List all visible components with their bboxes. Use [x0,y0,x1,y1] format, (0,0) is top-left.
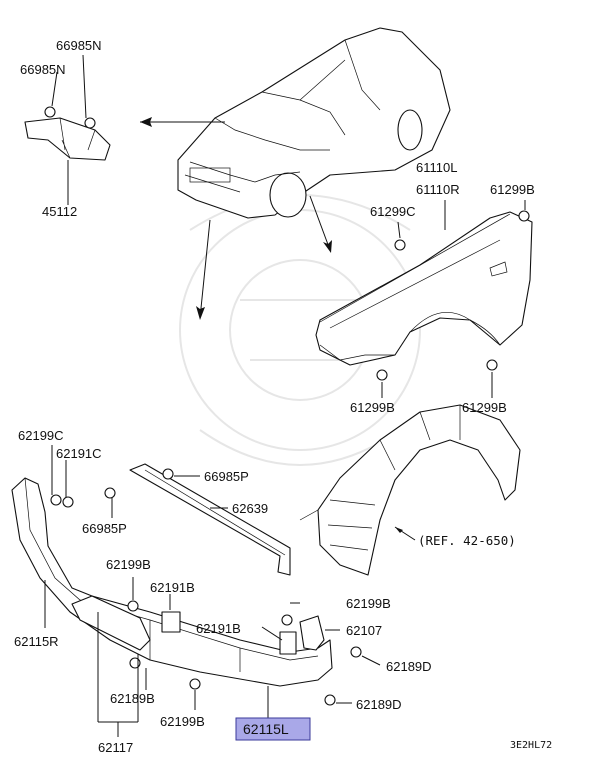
label-66985P-lower: 66985P [82,521,127,536]
label-62107: 62107 [346,623,382,638]
label-62117: 62117 [98,740,133,755]
label-62191B-mid: 62191B [150,580,195,595]
fender-bolts [376,210,530,381]
diagram-code: 3E2HL72 [510,740,552,751]
label-45112: 45112 [42,204,77,219]
leader-line-ref [394,526,416,541]
highlight-62115L [235,717,311,741]
lip-62117 [71,595,151,651]
part-labels: 66985N 66985N 45112 61110L 61110R 61299B… [14,38,552,755]
label-61110R: 61110R [416,182,460,197]
label-61299B-top: 61299B [490,182,535,197]
label-66985N-top: 66985N [56,38,102,53]
label-62189B: 62189B [110,691,155,706]
label-62639: 62639 [232,501,268,516]
label-62199C: 62199C [18,428,64,443]
label-66985N-left: 66985N [20,62,66,77]
label-62115R: 62115R [14,634,59,649]
label-61299B-lower-right: 61299B [462,400,507,415]
label-61110L: 61110L [416,160,457,175]
leader-lines-bumper [44,445,381,737]
stay-62639 [129,463,291,576]
label-62199B-bottom: 62199B [160,714,205,729]
label-66985P-upper: 66985P [204,469,249,484]
label-62191C: 62191C [56,446,102,461]
reference-label: (REF. 42-650) [418,533,516,548]
label-62199B-mid: 62199B [106,557,151,572]
label-61299B-lower-left: 61299B [350,400,395,415]
bracket-45112 [24,106,111,161]
vehicle-illustration [177,27,451,219]
label-62189D-lower: 62189D [356,697,402,712]
leader-lines-top-left [51,54,87,205]
bumper-fasteners [50,487,362,706]
direction-arrows [140,117,332,320]
wheel-liner [299,404,521,576]
fender-61110 [315,211,533,366]
label-62199B-right: 62199B [346,596,391,611]
label-62191B-right: 62191B [196,621,241,636]
leader-lines-fender [381,200,526,398]
label-62189D-upper: 62189D [386,659,432,674]
label-62115L: 62115L [243,721,289,737]
leader-lines-stay [174,475,228,509]
label-61299C: 61299C [370,204,416,219]
